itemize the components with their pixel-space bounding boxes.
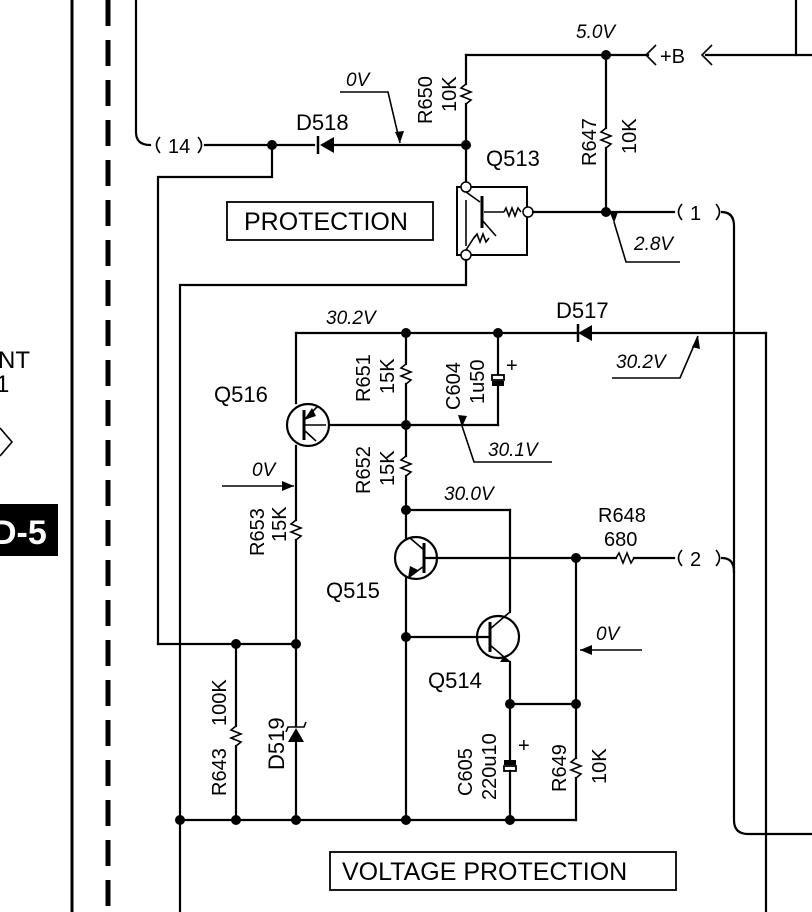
resistor-r653 (288, 519, 304, 541)
svg-text:D519: D519 (264, 717, 289, 770)
transistor-q515 (393, 535, 439, 581)
side-tag-bg (0, 504, 58, 556)
resistor-r647 (598, 127, 614, 149)
svg-text:PROTECTION: PROTECTION (244, 208, 408, 236)
capacitor-c605 (503, 760, 517, 772)
svg-text:+: + (518, 735, 530, 757)
svg-text:D517: D517 (556, 298, 609, 323)
svg-text:C604: C604 (443, 362, 465, 410)
svg-text:30.1V: 30.1V (488, 440, 540, 461)
svg-text:15K: 15K (269, 506, 291, 542)
svg-text:VOLTAGE PROTECTION: VOLTAGE PROTECTION (342, 858, 627, 886)
svg-text:15K: 15K (377, 450, 399, 486)
svg-text:10K: 10K (439, 76, 461, 112)
side-text-1: 1 (0, 371, 9, 398)
diode-d518 (316, 136, 334, 154)
svg-text:220u10: 220u10 (479, 733, 501, 800)
resistor-r643 (228, 725, 244, 747)
svg-text:0V: 0V (252, 460, 278, 481)
svg-text:30.2V: 30.2V (326, 308, 378, 329)
resistor-r650 (458, 83, 474, 105)
resistor-r652 (398, 455, 414, 477)
voltage-protection-label: VOLTAGE PROTECTION (329, 851, 677, 891)
svg-text:15K: 15K (377, 358, 399, 394)
svg-text:Q513: Q513 (486, 146, 540, 171)
svg-text:2: 2 (690, 549, 701, 571)
connector-1: 1 (677, 203, 721, 225)
svg-text:R647: R647 (579, 118, 601, 166)
side-arrow (0, 427, 14, 457)
resistor-r649 (568, 757, 584, 779)
label-d518: D518 (296, 110, 349, 135)
plus-b-connector (644, 44, 657, 66)
side-tag: D-5 (0, 514, 47, 552)
svg-text:R652: R652 (353, 446, 375, 494)
svg-text:10K: 10K (619, 118, 641, 154)
side-text-nt: NT (0, 347, 30, 374)
diode-d517 (576, 324, 592, 342)
svg-text:R653: R653 (247, 508, 269, 556)
svg-text:680: 680 (604, 529, 637, 551)
svg-text:R649: R649 (549, 744, 571, 792)
svg-text:30.0V: 30.0V (444, 484, 496, 505)
svg-text:0V: 0V (596, 624, 622, 645)
svg-text:+B: +B (660, 46, 685, 68)
connector-2: 2 (677, 549, 721, 571)
zener-d519 (285, 721, 307, 742)
protection-label: PROTECTION (226, 201, 434, 241)
svg-text:R643: R643 (209, 748, 231, 796)
svg-text:14: 14 (168, 136, 190, 158)
svg-text:Q515: Q515 (326, 578, 380, 603)
svg-text:Q514: Q514 (428, 668, 482, 693)
svg-text:+: + (506, 355, 518, 377)
svg-text:C605: C605 (455, 748, 477, 796)
resistor-r648 (615, 550, 635, 566)
svg-text:2.8V: 2.8V (633, 234, 675, 255)
svg-text:R650: R650 (415, 76, 437, 124)
svg-text:Q516: Q516 (214, 382, 268, 407)
svg-text:10K: 10K (589, 748, 611, 784)
transistor-q513 (456, 186, 528, 256)
svg-text:R651: R651 (353, 354, 375, 402)
connector-14: 14 (155, 136, 203, 158)
svg-text:1: 1 (690, 203, 701, 225)
capacitor-c604 (491, 374, 505, 386)
svg-text:30.2V: 30.2V (616, 352, 668, 373)
svg-text:100K: 100K (209, 679, 231, 726)
board-frame (70, 0, 111, 912)
svg-text:5.0V: 5.0V (576, 22, 617, 43)
resistor-r651 (398, 363, 414, 385)
svg-text:R648: R648 (598, 505, 646, 527)
transistor-q516 (285, 402, 331, 448)
svg-text:1u50: 1u50 (467, 360, 489, 405)
svg-text:0V: 0V (346, 70, 372, 91)
